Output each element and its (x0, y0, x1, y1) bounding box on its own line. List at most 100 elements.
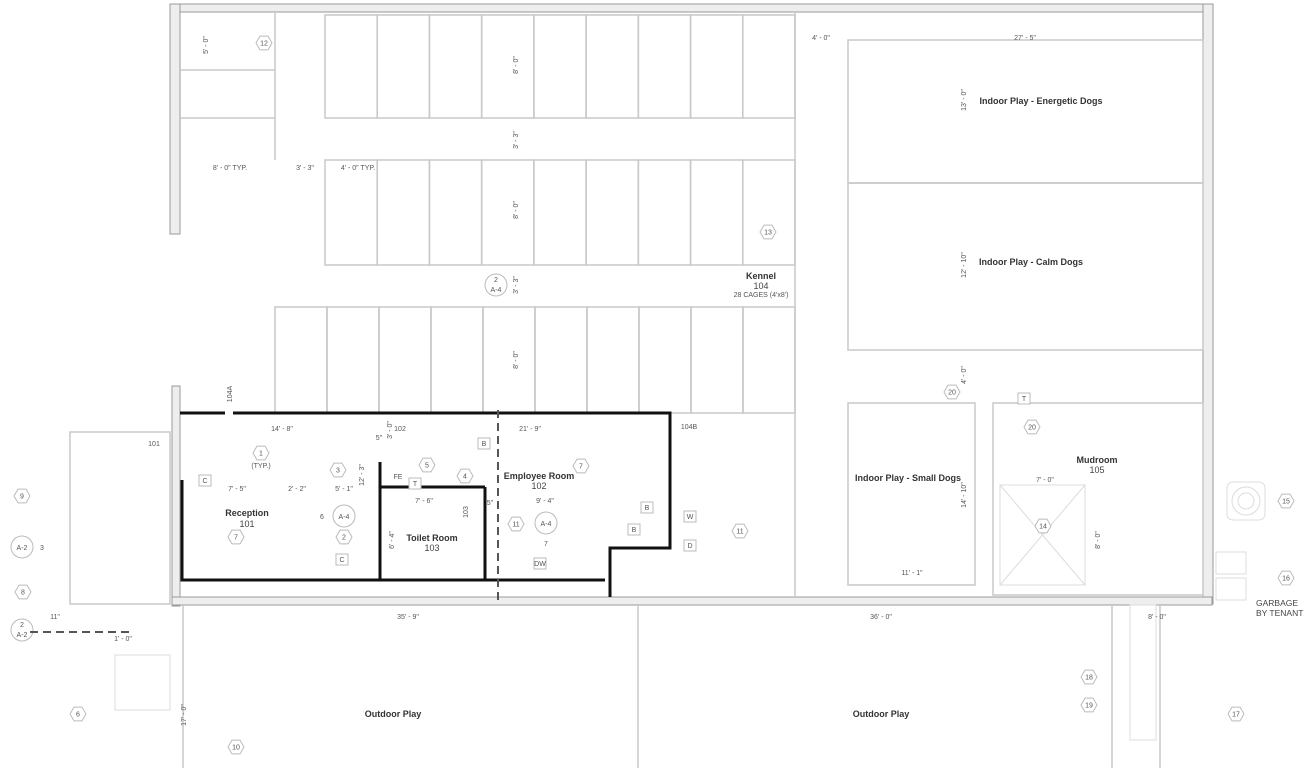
door-tag: 104A (227, 386, 234, 403)
keynote-number: 4 (463, 474, 467, 481)
keynote-tag: 14 (1034, 518, 1052, 534)
kennel-cage (428, 14, 483, 119)
room-name-calm: Indoor Play - Calm Dogs (979, 257, 1083, 267)
section-sheet: A-2 (17, 545, 28, 552)
equipment-tag: T (1022, 396, 1027, 403)
dimension-label: 3' - 3" (513, 276, 520, 294)
dimension-label: 8' - 0" TYP. (213, 165, 247, 172)
keynote-tag: 16 (1277, 570, 1295, 586)
dimension-label: 7' - 5" (228, 486, 246, 493)
section-sheet: A-4 (491, 287, 502, 294)
door-tag: 103 (463, 506, 470, 518)
keynote-tag: 13 (759, 224, 777, 240)
room-name-toilet: Toilet Room (406, 533, 457, 543)
kennel-cage (742, 14, 796, 119)
dimension-label: 12' - 3" (359, 464, 366, 486)
room-number-employee: 102 (531, 481, 546, 491)
dimension-label: 3' - 0" (387, 421, 394, 439)
keynote-number: 3 (336, 468, 340, 475)
room-name-mudroom: Mudroom (1077, 455, 1118, 465)
keynote-number: 7 (234, 535, 238, 542)
keynote-tag: 17 (1227, 706, 1245, 722)
keynote-tag: 12 (255, 35, 273, 51)
keynote-number: 13 (764, 230, 772, 237)
keynote-tag: 8 (14, 584, 32, 600)
interior-walls (180, 410, 672, 600)
equipment-tag: T (413, 481, 418, 488)
keynote-tag: 10 (227, 739, 245, 755)
kennel-cage (376, 159, 431, 266)
keynote-number: 5 (425, 463, 429, 470)
dimension-label: 4' - 0" (961, 366, 968, 384)
dimension-label: 8' - 0" (513, 351, 520, 369)
kennel-cage (482, 306, 536, 414)
door-tag: 101 (148, 441, 160, 448)
dimension-label: 5' - 1" (335, 486, 353, 493)
keynote-number: 20 (948, 390, 956, 397)
keynote-number: 14 (1039, 524, 1047, 531)
tag-box (1017, 392, 1031, 405)
dimension-label: 11" (50, 614, 60, 621)
outdoor-area (69, 431, 1266, 768)
keynote-tag: 11 (731, 523, 749, 539)
tag-box (640, 501, 654, 514)
room-name-energetic: Indoor Play - Energetic Dogs (979, 96, 1102, 106)
dimension-label: 8' - 0" (513, 56, 520, 74)
dimension-label: 2' - 2" (288, 486, 306, 493)
dimension-label: 14' - 10" (961, 482, 968, 508)
room-name-outdoor-right: Outdoor Play (853, 709, 910, 719)
elevation-number: 6 (320, 514, 324, 521)
keynote-tag: 6 (69, 706, 87, 722)
dimension-label: 11' - 1" (901, 570, 923, 577)
keynote-number: 19 (1085, 703, 1093, 710)
door-tag: 102 (394, 426, 406, 433)
kennel-cage (480, 159, 535, 266)
kennel-cage (324, 14, 378, 119)
kennel-cage (689, 14, 744, 119)
dimension-label: 6' - 4" (389, 531, 396, 549)
keynote-number: 12 (260, 41, 268, 48)
dimension-label: 4' - 0" (812, 35, 830, 42)
kennel-cage (637, 14, 692, 119)
tag-box (683, 510, 697, 523)
section-number: 2 (494, 277, 498, 284)
dimension-label: 8' - 0" (513, 201, 520, 219)
keynote-number: 16 (1282, 576, 1290, 583)
dimension-label: 3' - 3" (513, 131, 520, 149)
equipment-tag: FE (394, 474, 403, 481)
keynote-number: 7 (579, 464, 583, 471)
dimension-label: 9' - 4" (536, 498, 554, 505)
section-marks: 2 A-4 A-2 3 2 A-2 A-4 6 A-4 7 (10, 273, 558, 642)
kennel-cage (637, 159, 692, 266)
kennel-cage (378, 306, 432, 414)
kennel-cage (324, 159, 378, 266)
tag-box (683, 539, 697, 552)
room-number-toilet: 103 (424, 543, 439, 553)
room-name-outdoor-left: Outdoor Play (365, 709, 422, 719)
exterior-walls (169, 3, 1214, 607)
keynote-number: 11 (512, 522, 519, 529)
keynote-number: 20 (1028, 425, 1036, 432)
keynote-tag: 18 (1080, 669, 1098, 685)
keynote-tag: 15 (1277, 493, 1295, 509)
keynote-number: 15 (1282, 499, 1290, 506)
equipment-tag: W (687, 514, 694, 521)
dimension-label: 3' - 3" (296, 165, 314, 172)
dimension-label: 17' - 0" (181, 704, 188, 726)
tag-box (477, 437, 491, 450)
keynote-tag: 20 (1023, 419, 1041, 435)
tag-box (198, 474, 212, 487)
kennel-cage (533, 14, 587, 119)
keynote-tag: 1 (252, 445, 270, 461)
equipment-tag: B (632, 527, 637, 534)
tag-box (533, 557, 547, 570)
kennel-cage (638, 306, 692, 414)
dimension-label: 12' - 10" (961, 252, 968, 278)
garbage-note: GARBAGE (1256, 598, 1298, 608)
dimension-label: 36' - 0" (870, 614, 892, 621)
kennel-cage (274, 306, 328, 414)
